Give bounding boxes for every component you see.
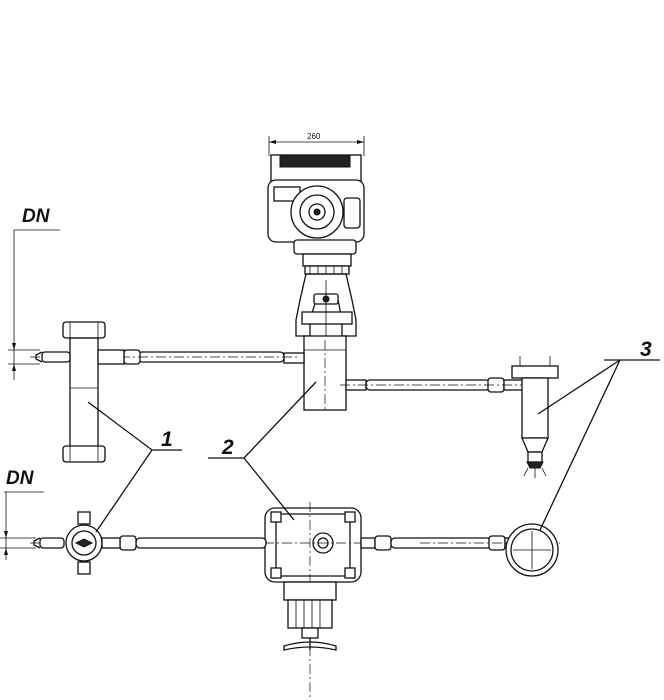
- fitting-1-upper: [35, 321, 125, 463]
- actuator-motor: [267, 154, 365, 255]
- callout-3: 3: [537, 338, 660, 531]
- dn-label-upper: DN: [22, 206, 51, 227]
- valve-body-top: [283, 335, 367, 411]
- valve-bottom-stem: [283, 581, 337, 651]
- dn-marker-upper: DN: [8, 206, 60, 380]
- callout-2: 2: [208, 381, 317, 521]
- fitting-3-lower: [505, 523, 559, 577]
- pipe-top-right: [340, 377, 540, 393]
- yoke-bracket: [295, 273, 357, 337]
- dn-marker-lower: DN: [0, 468, 44, 560]
- valve-body-bottom: [30, 502, 420, 700]
- callout-3-number: 3: [640, 338, 652, 361]
- dimension-260: 260: [268, 132, 365, 156]
- fitting-3-upper: [511, 356, 559, 478]
- callout-1-number: 1: [161, 428, 173, 451]
- pipe-bottom-right: [360, 535, 560, 551]
- actuator-gearbox: [302, 253, 352, 275]
- dn-label-lower: DN: [6, 468, 35, 489]
- pipe-bottom-left: [119, 535, 267, 551]
- callout-2-number: 2: [221, 436, 234, 459]
- fitting-1-lower: [33, 511, 121, 575]
- dimension-label: 260: [307, 132, 321, 141]
- callout-1: 1: [87, 401, 182, 533]
